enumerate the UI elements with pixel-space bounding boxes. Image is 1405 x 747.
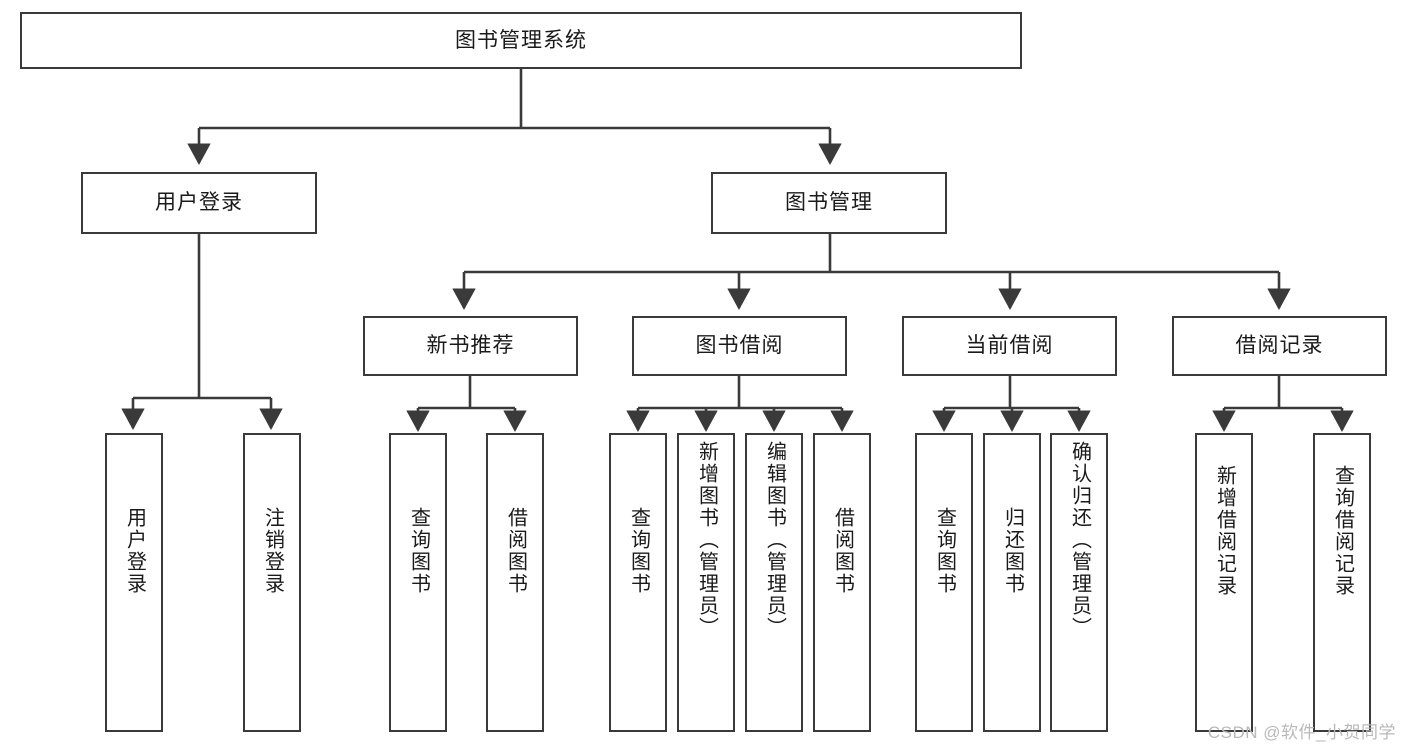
node-leaf-borrow-book-2-label: 借阅图书	[831, 507, 854, 595]
node-leaf-query-record-label: 查询借阅记录	[1331, 465, 1354, 597]
node-leaf-user-login[interactable]: 用户登录	[105, 433, 163, 732]
node-leaf-user-login-label: 用户登录	[123, 507, 146, 595]
node-current-borrow[interactable]: 当前借阅	[902, 316, 1117, 376]
node-root-label: 图书管理系统	[455, 28, 587, 52]
node-leaf-edit-book[interactable]: 编辑图书（管理员）	[745, 433, 803, 732]
node-user-login-label: 用户登录	[155, 191, 243, 215]
node-leaf-logout-login-label: 注销登录	[261, 507, 284, 595]
node-leaf-return-book-label: 归还图书	[1001, 507, 1024, 595]
node-user-login[interactable]: 用户登录	[81, 172, 317, 234]
node-book-borrow-label: 图书借阅	[695, 334, 784, 358]
node-leaf-add-record-label: 新增借阅记录	[1213, 465, 1236, 597]
node-leaf-edit-book-label: 编辑图书（管理员）	[763, 441, 786, 639]
node-root[interactable]: 图书管理系统	[20, 12, 1022, 69]
node-leaf-query-book-3[interactable]: 查询图书	[915, 433, 973, 732]
node-leaf-return-book[interactable]: 归还图书	[983, 433, 1041, 732]
node-leaf-query-record[interactable]: 查询借阅记录	[1313, 433, 1371, 732]
node-leaf-confirm-return[interactable]: 确认归还（管理员）	[1050, 433, 1108, 732]
node-new-book-recommend-label: 新书推荐	[426, 334, 515, 358]
node-new-book-recommend[interactable]: 新书推荐	[363, 316, 578, 376]
node-leaf-logout-login[interactable]: 注销登录	[243, 433, 301, 732]
node-leaf-borrow-book-1-label: 借阅图书	[504, 507, 527, 595]
node-leaf-query-book-1-label: 查询图书	[407, 507, 430, 595]
node-leaf-confirm-return-label: 确认归还（管理员）	[1068, 441, 1091, 639]
node-leaf-query-book-1[interactable]: 查询图书	[389, 433, 447, 732]
node-borrow-record-label: 借阅记录	[1235, 334, 1324, 358]
node-leaf-add-book-label: 新增图书（管理员）	[695, 441, 718, 639]
node-current-borrow-label: 当前借阅	[965, 334, 1054, 358]
node-leaf-add-book[interactable]: 新增图书（管理员）	[677, 433, 735, 732]
node-book-management-label: 图书管理	[785, 191, 873, 215]
node-leaf-borrow-book-1[interactable]: 借阅图书	[486, 433, 544, 732]
node-leaf-query-book-2-label: 查询图书	[627, 507, 650, 595]
node-leaf-borrow-book-2[interactable]: 借阅图书	[813, 433, 871, 732]
node-leaf-add-record[interactable]: 新增借阅记录	[1195, 433, 1253, 732]
node-leaf-query-book-3-label: 查询图书	[933, 507, 956, 595]
node-book-management[interactable]: 图书管理	[711, 172, 947, 234]
node-borrow-record[interactable]: 借阅记录	[1172, 316, 1387, 376]
node-book-borrow[interactable]: 图书借阅	[632, 316, 847, 376]
node-leaf-query-book-2[interactable]: 查询图书	[609, 433, 667, 732]
